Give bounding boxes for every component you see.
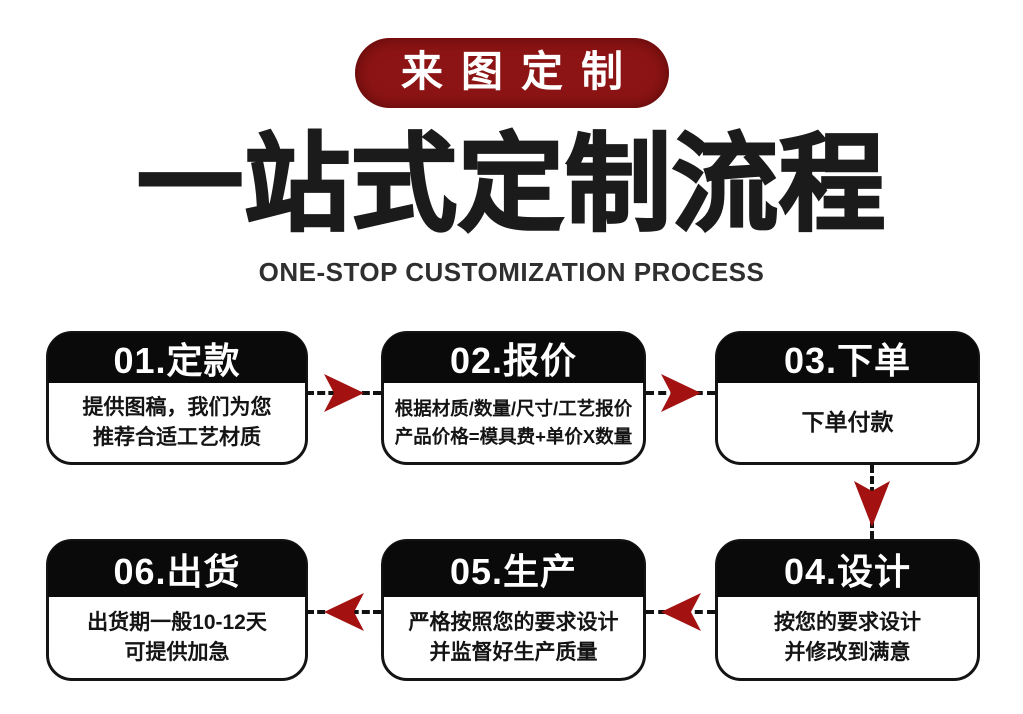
step-03-line1: 下单付款 <box>801 409 894 436</box>
arrow-down-icon <box>854 481 890 527</box>
step-01-header: 01.定款 <box>48 333 306 383</box>
step-05-line1: 严格按照您的要求设计 <box>408 610 619 634</box>
step-03-body: 下单付款 <box>718 383 977 462</box>
arrow-step5-to-step6 <box>306 593 381 631</box>
step-05-body: 严格按照您的要求设计 并监督好生产质量 <box>384 597 643 678</box>
arrow-right-icon <box>660 374 701 412</box>
step-box-06: 06.出货 出货期一般10-12天 可提供加急 <box>46 539 308 681</box>
arrow-step2-to-step3 <box>646 374 715 412</box>
step-04-line1: 按您的要求设计 <box>774 610 921 634</box>
step-04-body: 按您的要求设计 并修改到满意 <box>718 597 977 678</box>
step-01-line1: 提供图稿，我们为您 <box>82 395 272 419</box>
step-box-04: 04.设计 按您的要求设计 并修改到满意 <box>715 539 980 681</box>
step-02-line1: 根据材质/数量/尺寸/工艺报价 <box>394 397 633 419</box>
step-04-line2: 并修改到满意 <box>784 640 911 664</box>
step-box-01: 01.定款 提供图稿，我们为您 推荐合适工艺材质 <box>46 331 308 465</box>
step-05-header: 05.生产 <box>383 541 644 597</box>
step-01-line2: 推荐合适工艺材质 <box>93 425 261 449</box>
step-06-body: 出货期一般10-12天 可提供加急 <box>49 597 305 678</box>
step-box-05: 05.生产 严格按照您的要求设计 并监督好生产质量 <box>381 539 646 681</box>
step-01-body: 提供图稿，我们为您 推荐合适工艺材质 <box>49 383 305 462</box>
arrow-step3-to-step4 <box>853 465 891 539</box>
page-title: 一站式定制流程 <box>136 125 886 245</box>
arrow-left-icon <box>660 593 701 631</box>
badge-label: 来图定制 <box>400 50 641 96</box>
arrow-step4-to-step5 <box>646 593 715 631</box>
step-02-body: 根据材质/数量/尺寸/工艺报价 产品价格=模具费+单价X数量 <box>384 383 643 462</box>
step-02-header: 02.报价 <box>383 333 644 383</box>
step-06-line2: 可提供加急 <box>124 640 230 664</box>
step-06-line1: 出货期一般10-12天 <box>87 610 267 634</box>
arrow-right-icon <box>323 374 364 412</box>
step-box-03: 03.下单 下单付款 <box>715 331 980 465</box>
step-04-header: 04.设计 <box>717 541 978 597</box>
arrow-step1-to-step2 <box>306 374 381 412</box>
step-box-02: 02.报价 根据材质/数量/尺寸/工艺报价 产品价格=模具费+单价X数量 <box>381 331 646 465</box>
step-02-line2: 产品价格=模具费+单价X数量 <box>394 425 633 447</box>
step-06-header: 06.出货 <box>48 541 306 597</box>
step-03-header: 03.下单 <box>717 333 978 383</box>
custom-made-badge: 来图定制 <box>355 38 669 108</box>
step-05-line2: 并监督好生产质量 <box>429 640 598 664</box>
page-subtitle: ONE-STOP CUSTOMIZATION PROCESS <box>258 257 765 287</box>
arrow-left-icon <box>323 593 364 631</box>
